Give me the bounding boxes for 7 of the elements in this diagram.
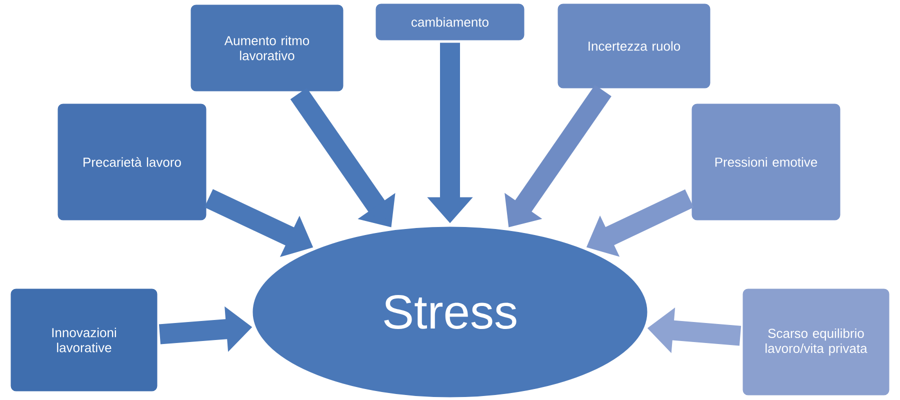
cause-box: Incertezza ruolo bbox=[556, 2, 712, 90]
cause-box: Pressioni emotive bbox=[690, 102, 842, 222]
cause-box: Aumento ritmo lavorativo bbox=[189, 3, 345, 93]
cause-box: Precarietà lavoro bbox=[56, 102, 208, 222]
cause-box: Scarso equilibrio lavoro/vita privata bbox=[741, 287, 891, 397]
cause-box: Innovazioni lavorative bbox=[9, 287, 159, 393]
cause-box: cambiamento bbox=[374, 2, 526, 42]
